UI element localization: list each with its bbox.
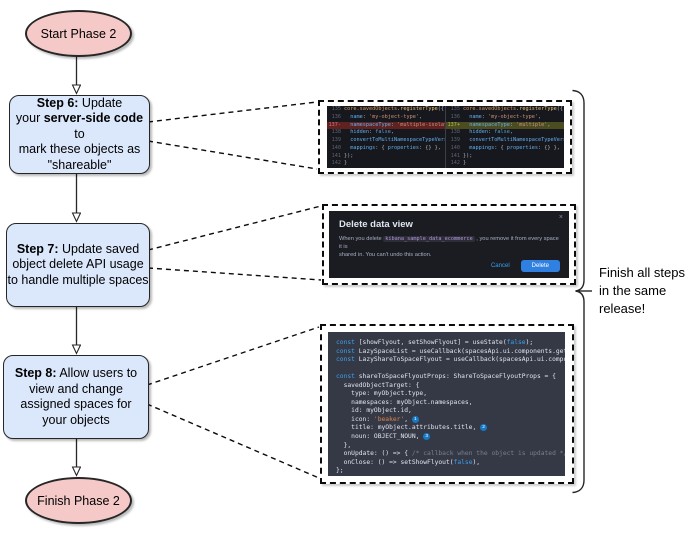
step-text-line: Step 7: Update saved bbox=[16, 241, 140, 256]
diff-line: 140 mappings: { properties: {} }, bbox=[450, 144, 560, 151]
modal-body-text: , you remove it from every space it is bbox=[339, 236, 559, 250]
modal-title: Delete data view bbox=[339, 219, 413, 230]
curly-brace bbox=[572, 89, 585, 494]
code-line: const [showFlyout, setShowFlyout] = useS… bbox=[336, 339, 534, 346]
callout-line bbox=[146, 326, 320, 386]
diff-line: 136 name: 'my-object-type', bbox=[450, 113, 542, 120]
diff-line: 142} bbox=[450, 160, 467, 167]
modal-body-text: shared in. You can't undo this action. bbox=[339, 252, 432, 258]
start-node-label: Start Phase 2 bbox=[40, 26, 117, 41]
delete-modal-screenshot: × Delete data view When you delete kiban… bbox=[322, 204, 576, 285]
code-line: onUpdate: () => { /* callback when the o… bbox=[336, 450, 565, 458]
step-text-line: object delete API usage bbox=[12, 257, 144, 272]
code-line: id: myObject.id, bbox=[336, 407, 412, 415]
code-line: noun: OBJECT_NOUN, 3 bbox=[336, 433, 565, 442]
flyout-code-screenshot: const [showFlyout, setShowFlyout] = useS… bbox=[320, 324, 574, 484]
step-text-line: your server-side code to bbox=[15, 111, 144, 141]
diff-line: 139 convertToMultiNamespaceTypeVersion: … bbox=[450, 137, 564, 143]
modal-actions: Cancel Delete bbox=[491, 260, 560, 272]
diff-line: 136 name: 'my-object-type', bbox=[331, 113, 423, 120]
step-text-line: assigned spaces for bbox=[20, 397, 132, 411]
step-text-line: Step 6: Update bbox=[36, 95, 123, 110]
step-text-line: "shareable" bbox=[47, 157, 112, 172]
step-text-line: mark these objects as bbox=[18, 142, 141, 157]
diff-line: 141}); bbox=[450, 152, 473, 159]
callout-line bbox=[147, 205, 322, 251]
finish-node-label: Finish Phase 2 bbox=[37, 493, 120, 508]
code-line: const LazyShareToSpaceFlyout = useCallba… bbox=[336, 356, 565, 364]
diff-line: 137+ namespaceType: 'multiple', bbox=[446, 121, 564, 130]
callout-line bbox=[147, 267, 322, 281]
diff-line: 138 hidden: false, bbox=[450, 129, 513, 136]
numbered-badge: 2 bbox=[480, 424, 488, 432]
delete-button[interactable]: Delete bbox=[520, 260, 560, 272]
diff-line: 139 convertToMultiNamespaceTypeVersion: … bbox=[331, 137, 445, 143]
finish-node: Finish Phase 2 bbox=[25, 477, 132, 524]
cancel-button[interactable]: Cancel bbox=[490, 263, 510, 269]
diff-line: 138 hidden: false, bbox=[331, 129, 394, 136]
close-icon[interactable]: × bbox=[558, 214, 563, 221]
code-line: icon: 'beaker', 1 bbox=[336, 415, 565, 425]
diff-line: 141}); bbox=[331, 152, 354, 159]
callout-line bbox=[147, 101, 318, 123]
brace-note: Finish all steps in the same release! bbox=[599, 265, 685, 316]
numbered-badge: 1 bbox=[411, 415, 419, 423]
code-line: type: myObject.type, bbox=[336, 390, 427, 398]
flyout-code-block: const [showFlyout, setShowFlyout] = useS… bbox=[328, 332, 565, 476]
code-line: }, bbox=[336, 441, 352, 449]
diff-line: 137- namespaceType: 'multiple-isolated', bbox=[327, 121, 445, 130]
diff-line: 142} bbox=[331, 160, 348, 167]
delete-modal: × Delete data view When you delete kiban… bbox=[329, 211, 569, 278]
code-line: title: myObject.attributes.title, 2 bbox=[336, 424, 565, 433]
code-line: namespaces: myObject.namespaces, bbox=[336, 398, 473, 406]
code-line bbox=[336, 365, 565, 374]
diff-line: 140 mappings: { properties: {} }, bbox=[331, 144, 441, 151]
step-text-line: Step 8: Allow users to bbox=[14, 366, 138, 380]
step-text-line: your objects bbox=[42, 412, 110, 427]
step-text-line: view and change bbox=[29, 381, 123, 396]
code-line: const shareToSpaceFlyoutProps: ShareToSp… bbox=[336, 373, 556, 381]
callout-line bbox=[146, 403, 320, 479]
code-line: onClose: () => setShowFlyout(false), bbox=[336, 458, 481, 466]
data-view-name: kibana_sample_data_ecommerce bbox=[383, 236, 475, 242]
code-line: }; bbox=[336, 467, 344, 475]
code-line: savedObjectTarget: { bbox=[336, 381, 420, 389]
modal-body-text: When you delete bbox=[339, 236, 384, 242]
modal-body: When you delete kibana_sample_data_ecomm… bbox=[329, 230, 569, 259]
numbered-badge: 3 bbox=[423, 433, 431, 441]
start-node: Start Phase 2 bbox=[25, 10, 132, 57]
step-text-line: to handle multiple spaces bbox=[7, 272, 149, 287]
callout-line bbox=[147, 140, 318, 170]
code-line: const LazySpaceList = useCallback(spaces… bbox=[336, 347, 565, 355]
